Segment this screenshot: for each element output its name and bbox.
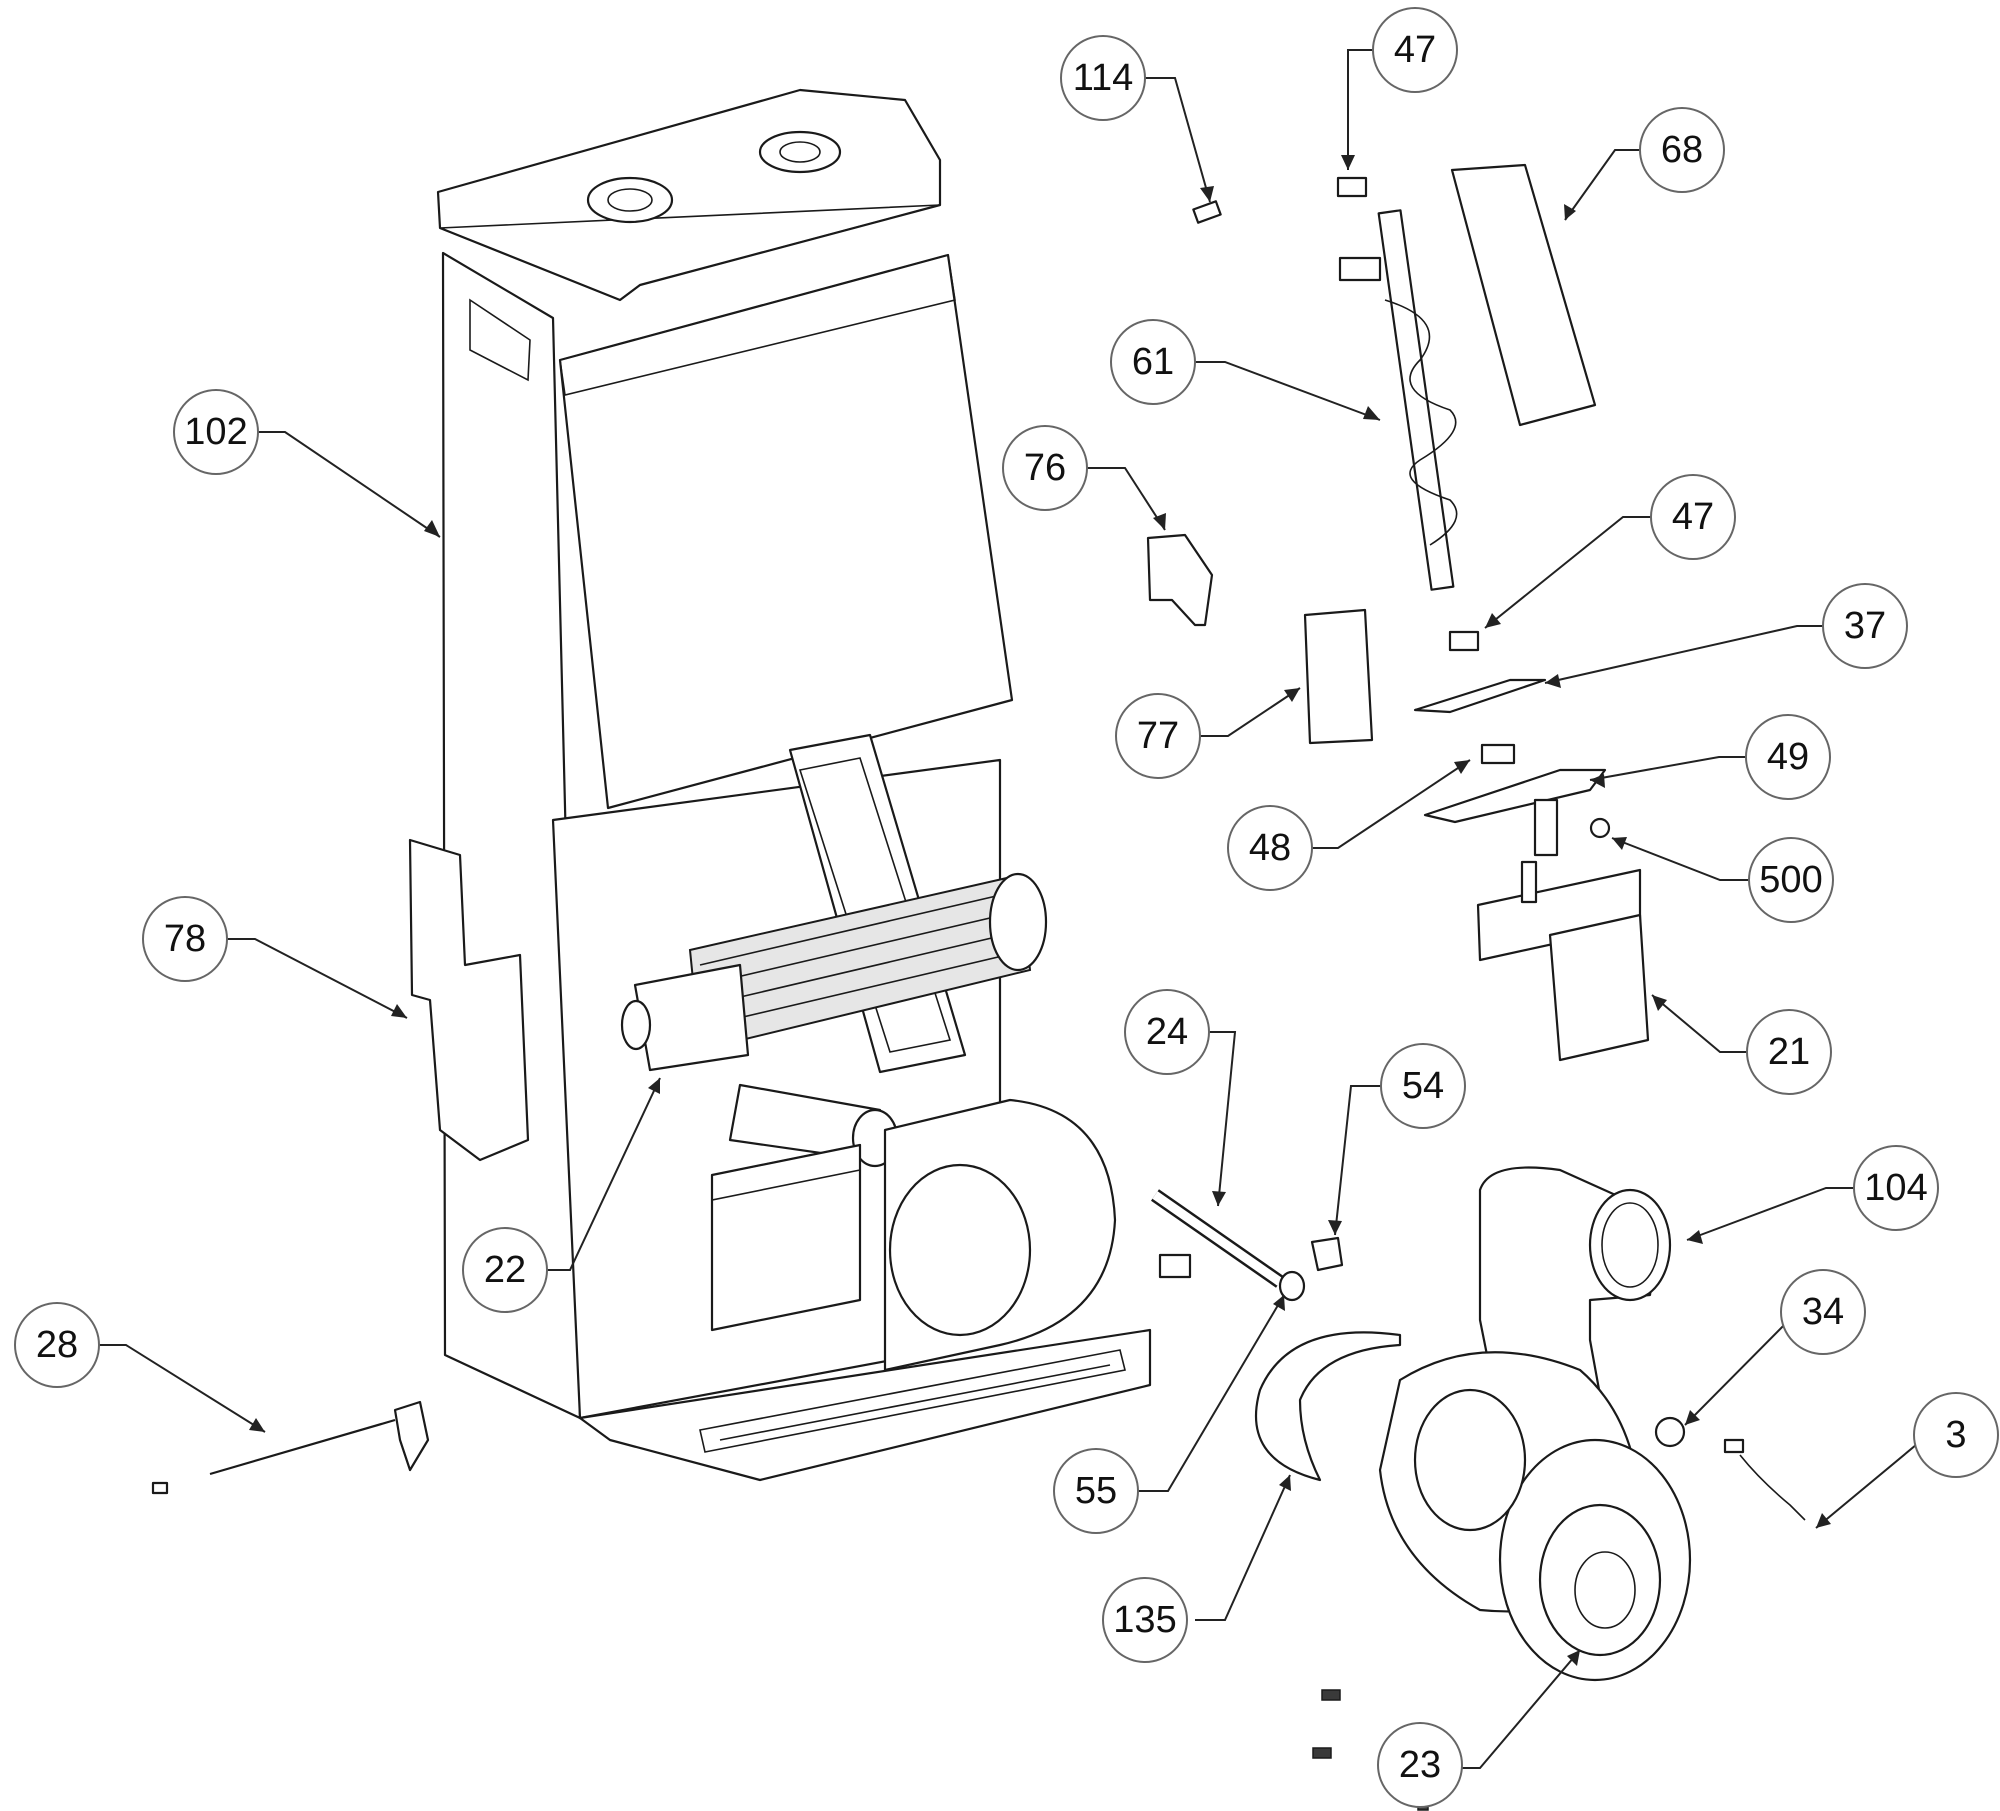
- screw-114: [1192, 200, 1222, 224]
- callout-77[interactable]: 77: [1115, 693, 1201, 779]
- rod-28: [151, 1400, 430, 1495]
- callout-label: 102: [184, 411, 247, 453]
- callout-34[interactable]: 34: [1780, 1269, 1866, 1355]
- callout-label: 3: [1945, 1414, 1966, 1456]
- callout-55[interactable]: 55: [1053, 1448, 1139, 1534]
- clip-54: [1310, 1236, 1344, 1272]
- callout-49[interactable]: 49: [1745, 714, 1831, 800]
- callout-76[interactable]: 76: [1002, 425, 1088, 511]
- callout-23[interactable]: 23: [1377, 1722, 1463, 1808]
- callout-label: 114: [1073, 57, 1134, 99]
- callout-102[interactable]: 102: [173, 389, 259, 475]
- screw-small-b: [1312, 1747, 1332, 1759]
- callout-label: 28: [36, 1324, 78, 1366]
- top-cover-port-left: [586, 176, 674, 224]
- screw-small-a: [1321, 1689, 1341, 1701]
- callout-54[interactable]: 54: [1380, 1043, 1466, 1129]
- callout-28[interactable]: 28: [14, 1302, 100, 1388]
- hopper-panel: [558, 253, 1014, 810]
- callout-135[interactable]: 135: [1102, 1577, 1188, 1663]
- gear-motor-21: [1476, 860, 1650, 1062]
- callout-label: 76: [1024, 447, 1066, 489]
- gasket-ring-135: [1255, 1331, 1402, 1482]
- electronics-box: [710, 1143, 862, 1332]
- callout-label: 37: [1844, 605, 1886, 647]
- callout-label: 104: [1864, 1167, 1927, 1209]
- cover-plate-68: [1450, 163, 1597, 427]
- gasket-37: [1413, 678, 1547, 714]
- callout-label: 49: [1767, 736, 1809, 778]
- callout-48[interactable]: 48: [1227, 805, 1313, 891]
- callout-label: 21: [1768, 1031, 1810, 1073]
- top-cover-port-right: [758, 130, 842, 174]
- fan-motor: [620, 963, 750, 1072]
- callout-500[interactable]: 500: [1748, 837, 1834, 923]
- flue-pipe: [728, 1083, 899, 1168]
- callout-label: 78: [164, 918, 206, 960]
- bracket-76: [1146, 533, 1214, 627]
- part-500: [1589, 817, 1611, 839]
- cabinet-fan-housing: [883, 1098, 1117, 1372]
- grommet-34: [1654, 1416, 1686, 1448]
- callout-label: 55: [1075, 1470, 1117, 1512]
- callout-label: 77: [1137, 715, 1179, 757]
- top-cover: [436, 88, 942, 302]
- callout-label: 68: [1661, 129, 1703, 171]
- callout-label: 23: [1399, 1744, 1441, 1786]
- leader-arrowheads: [249, 155, 1831, 1666]
- callout-61[interactable]: 61: [1110, 319, 1196, 405]
- bushing-47-top: [1336, 176, 1368, 198]
- callout-22[interactable]: 22: [462, 1227, 548, 1313]
- tangential-fan: [688, 872, 1048, 1052]
- callout-21[interactable]: 21: [1746, 1009, 1832, 1095]
- callout-37[interactable]: 37: [1822, 583, 1908, 669]
- callout-label: 47: [1672, 496, 1714, 538]
- motor-plate-49: [1423, 768, 1607, 824]
- callout-label: 54: [1402, 1065, 1444, 1107]
- callout-47-top[interactable]: 47: [1372, 7, 1458, 93]
- auger-61: [1338, 209, 1458, 591]
- callout-label: 22: [484, 1249, 526, 1291]
- callout-label: 500: [1759, 859, 1822, 901]
- igniter-24: [1151, 1189, 1284, 1288]
- callout-78[interactable]: 78: [142, 896, 228, 982]
- cap-55: [1278, 1270, 1306, 1302]
- callout-label: 34: [1802, 1291, 1844, 1333]
- callout-47-bottom[interactable]: 47: [1650, 474, 1736, 560]
- callout-label: 61: [1132, 341, 1174, 383]
- callout-label: 47: [1394, 29, 1436, 71]
- callout-114[interactable]: 114: [1060, 35, 1146, 121]
- bushing-47-bottom: [1448, 630, 1480, 652]
- combustion-fan-23: [1378, 1351, 1692, 1682]
- callout-label: 48: [1249, 827, 1291, 869]
- spacer-48: [1480, 743, 1516, 765]
- callout-label: 24: [1146, 1011, 1188, 1053]
- callout-24[interactable]: 24: [1124, 989, 1210, 1075]
- side-bracket-78: [408, 838, 530, 1162]
- sensor-3: [1723, 1438, 1806, 1521]
- callout-3[interactable]: 3: [1913, 1392, 1999, 1478]
- callout-104[interactable]: 104: [1853, 1145, 1939, 1231]
- callout-68[interactable]: 68: [1639, 107, 1725, 193]
- callout-label: 135: [1113, 1599, 1176, 1641]
- base-tray: [578, 1328, 1152, 1482]
- plate-77: [1303, 608, 1374, 745]
